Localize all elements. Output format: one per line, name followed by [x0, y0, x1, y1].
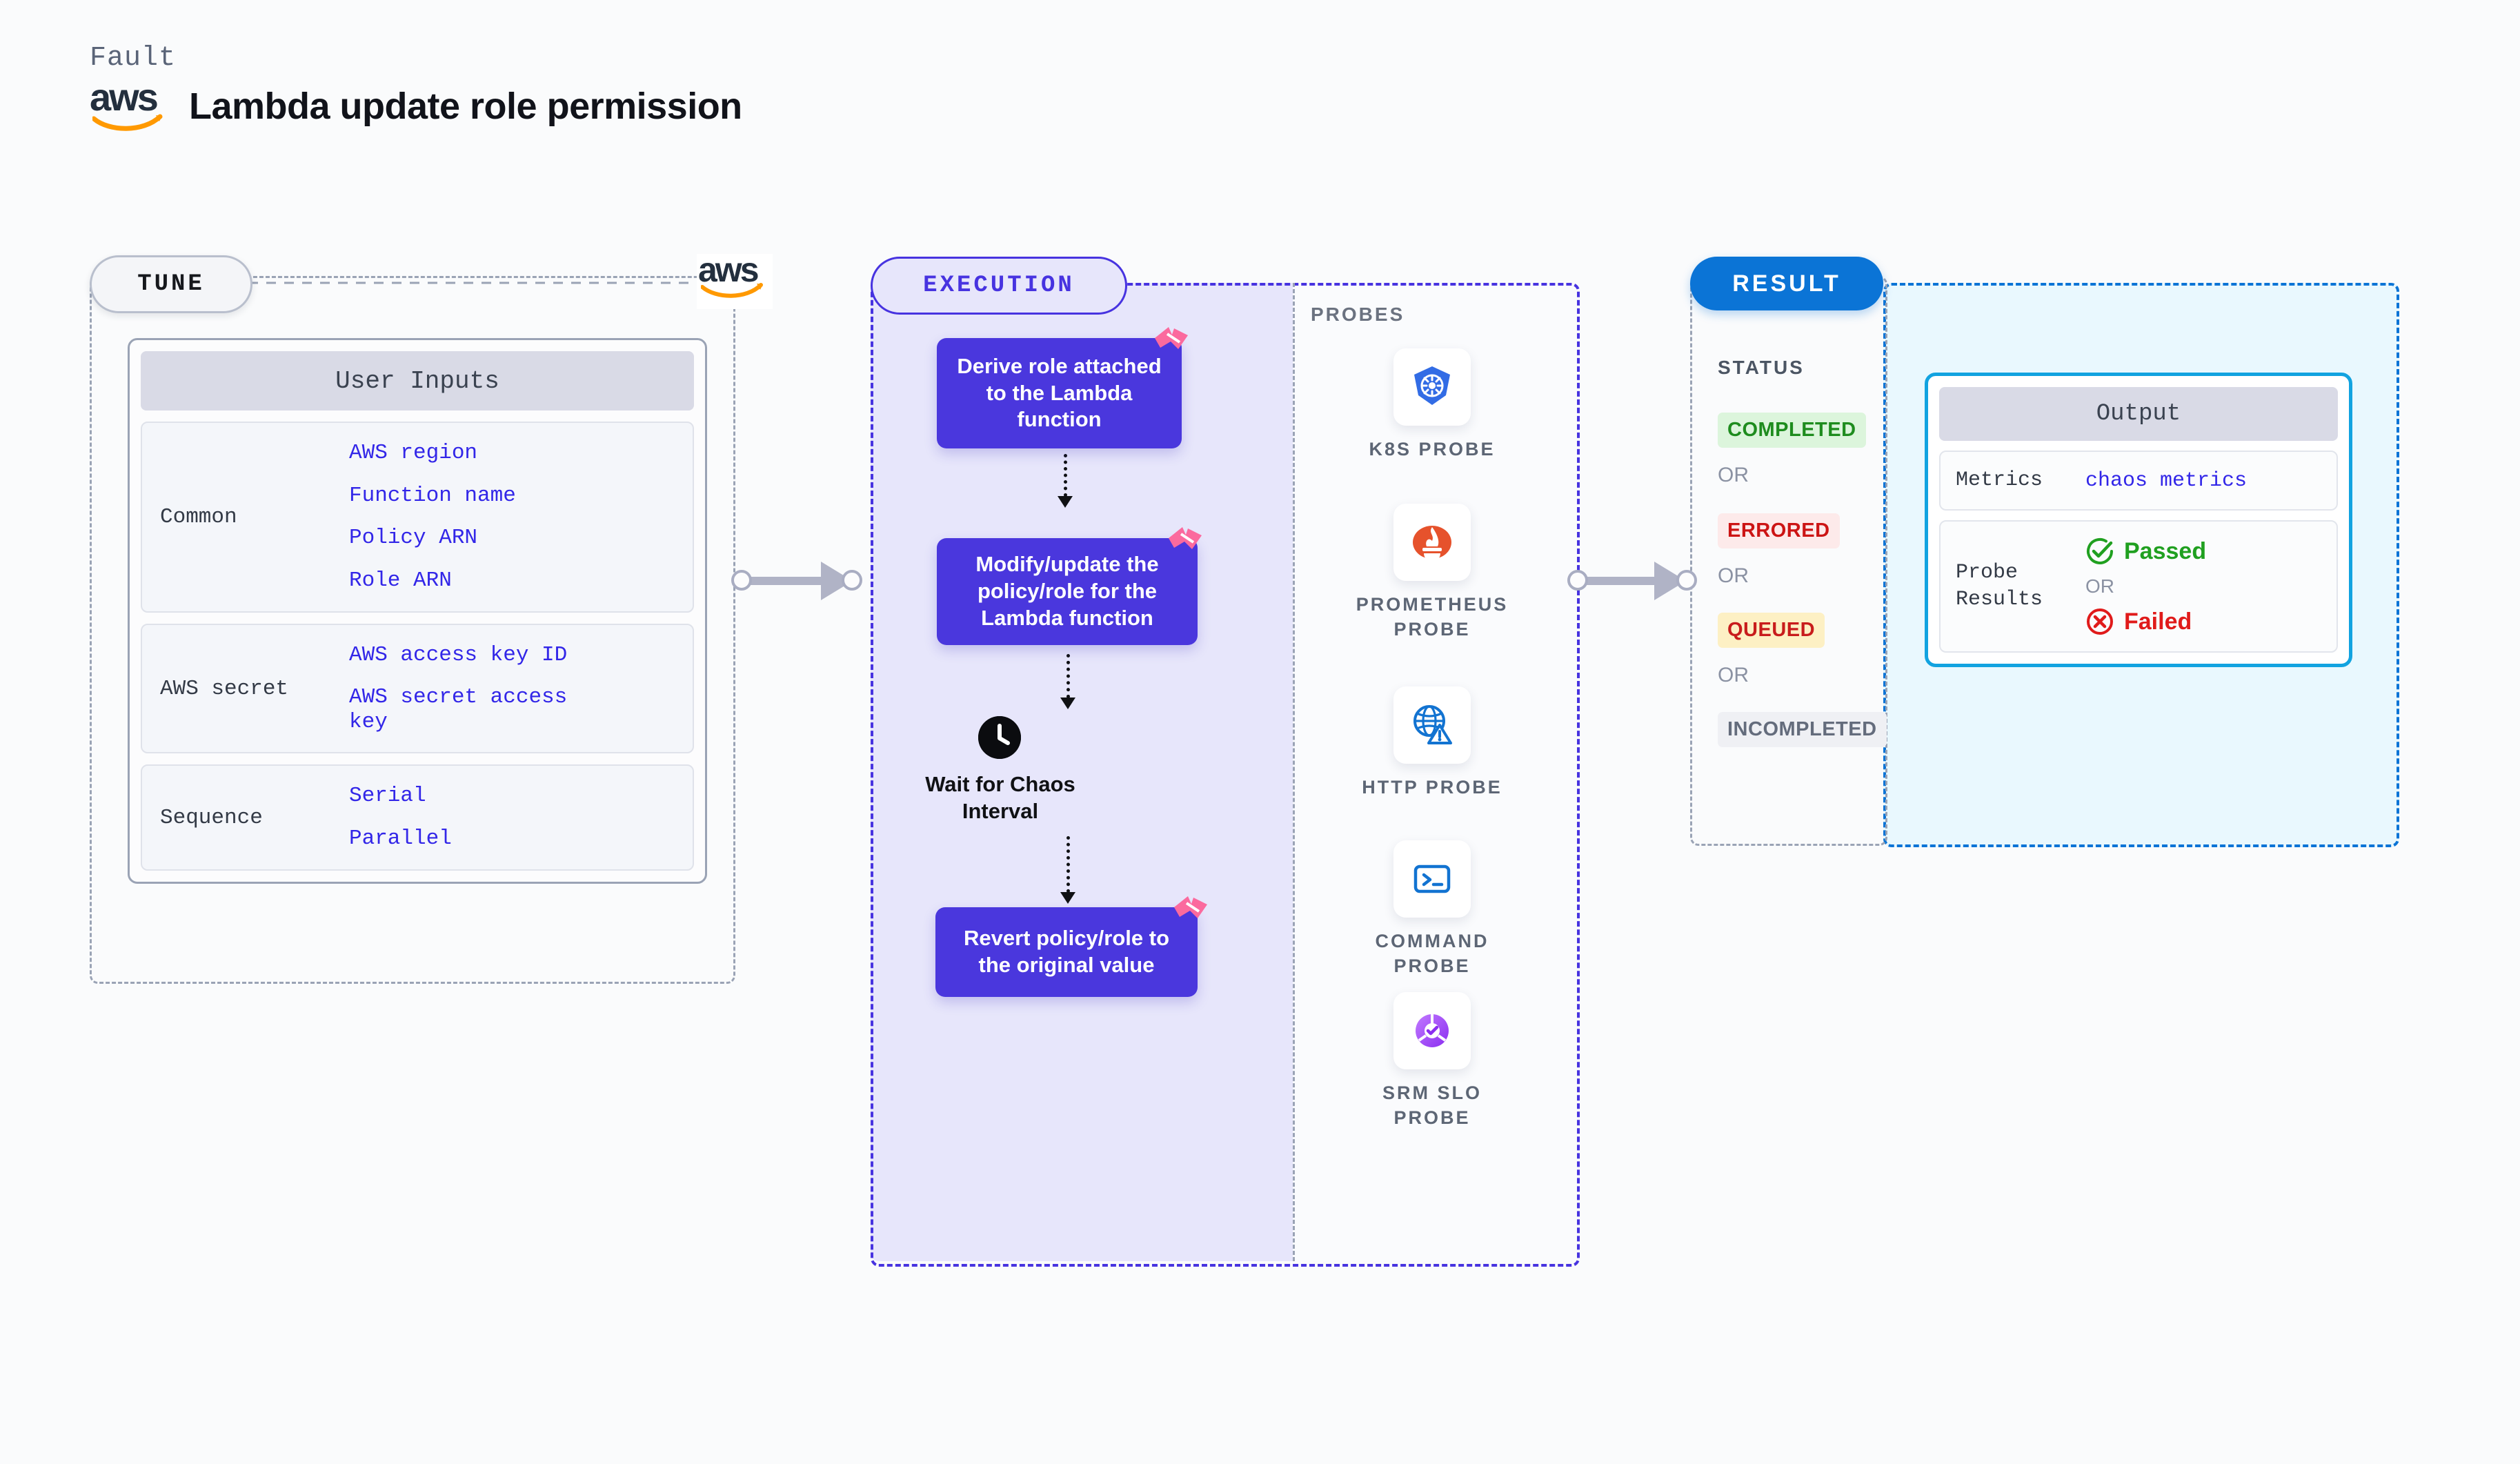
- terminal-icon: [1393, 840, 1471, 918]
- probe-result-failed: Failed: [2085, 607, 2337, 636]
- connector-tune-to-execution: [731, 562, 872, 600]
- probe-command[interactable]: COMMAND PROBE: [1342, 840, 1522, 979]
- aws-smile-icon: [92, 114, 163, 131]
- or-separator: OR: [1718, 564, 1749, 587]
- status-badge-errored: ERRORED: [1718, 513, 1840, 548]
- probes-panel-background: [1293, 283, 1574, 1261]
- tune-item: AWS secret access key: [349, 685, 568, 734]
- fault-kicker: Fault: [90, 43, 177, 74]
- failed-label: Failed: [2124, 608, 2192, 635]
- probe-label: COMMAND PROBE: [1375, 931, 1489, 977]
- page-header: Fault aws Lambda update role permission: [90, 43, 742, 132]
- aws-logo: aws: [90, 75, 171, 132]
- or-separator: OR: [1718, 664, 1749, 686]
- litmus-chaos-icon: [1155, 327, 1188, 349]
- status-badge-incompleted: INCOMPLETED: [1718, 712, 1887, 747]
- output-title: Output: [1939, 387, 2338, 441]
- kubernetes-icon: [1393, 348, 1471, 426]
- output-row-metrics: Metrics chaos metrics: [1939, 451, 2338, 511]
- or-separator: OR: [2085, 575, 2114, 597]
- execution-node-1[interactable]: Derive role attached to the Lambda funct…: [937, 338, 1182, 448]
- tune-group-label: Common: [160, 504, 237, 529]
- execution-section: [871, 283, 1580, 1267]
- probe-label: HTTP PROBE: [1362, 777, 1502, 798]
- flow-arrow-1: [1058, 454, 1073, 508]
- passed-label: Passed: [2124, 537, 2207, 564]
- tune-group-common: Common AWS region Function name Policy A…: [141, 422, 694, 613]
- probe-result-passed: Passed: [2085, 537, 2337, 566]
- clock-icon: [978, 716, 1021, 759]
- status-title: STATUS: [1718, 357, 1805, 378]
- probe-srm-slo[interactable]: SRM SLO PROBE: [1342, 992, 1522, 1131]
- status-badge-completed: COMPLETED: [1718, 413, 1866, 448]
- prometheus-icon: [1393, 504, 1471, 581]
- tune-group-label: Sequence: [160, 805, 263, 830]
- probes-title: PROBES: [1311, 304, 1405, 325]
- aws-mini-wordmark: aws: [698, 250, 759, 289]
- output-card: Output Metrics chaos metrics Probe Resul…: [1925, 373, 2352, 667]
- probe-http[interactable]: HTTP PROBE: [1342, 686, 1522, 800]
- execution-node-3[interactable]: Revert policy/role to the original value: [935, 907, 1198, 997]
- probe-label: PROMETHEUS PROBE: [1356, 594, 1509, 640]
- probes-divider: [1293, 283, 1295, 1261]
- aws-wordmark: aws: [90, 75, 159, 119]
- check-circle-icon: [2087, 537, 2113, 564]
- output-row-probe-results: Probe Results Passed OR Failed: [1939, 520, 2338, 653]
- execution-node-2[interactable]: Modify/update the policy/role for the La…: [937, 538, 1198, 645]
- tune-item: Role ARN: [349, 568, 452, 593]
- tune-item: Function name: [349, 483, 516, 508]
- or-separator: OR: [1718, 464, 1749, 486]
- user-inputs-title: User Inputs: [141, 351, 694, 410]
- execution-badge: EXECUTION: [871, 257, 1127, 315]
- tune-item: Parallel: [349, 827, 452, 851]
- tune-item: AWS access key ID: [349, 642, 568, 667]
- metrics-value[interactable]: chaos metrics: [2085, 468, 2248, 493]
- tune-group-aws-secret: AWS secret AWS access key ID AWS secret …: [141, 623, 694, 754]
- tune-item: AWS region: [349, 441, 478, 465]
- tune-item: Policy ARN: [349, 526, 478, 551]
- probe-prometheus[interactable]: PROMETHEUS PROBE: [1342, 504, 1522, 642]
- tune-group-label: AWS secret: [160, 676, 289, 701]
- tune-section: [90, 276, 735, 984]
- tune-group-sequence: Sequence Serial Parallel: [141, 764, 694, 871]
- aws-mini-smile-icon: [701, 283, 763, 298]
- litmus-chaos-icon: [1169, 527, 1202, 549]
- metrics-label: Metrics: [1956, 468, 2043, 492]
- tune-item: Serial: [349, 784, 426, 809]
- wait-for-chaos-interval-label: Wait for Chaos Interval: [925, 772, 1075, 823]
- tune-badge: TUNE: [90, 255, 252, 313]
- flow-arrow-3: [1060, 836, 1075, 904]
- globe-warning-icon: [1393, 686, 1471, 764]
- x-circle-icon: [2087, 609, 2113, 635]
- user-inputs-card: User Inputs Common AWS region Function n…: [128, 338, 707, 884]
- litmus-chaos-icon: [1174, 896, 1207, 918]
- tune-connector-line: [248, 281, 704, 284]
- result-badge: RESULT: [1690, 257, 1883, 310]
- probe-k8s[interactable]: K8S PROBE: [1342, 348, 1522, 462]
- probe-results-label: Probe Results: [1956, 561, 2043, 611]
- page-title: Lambda update role permission: [189, 86, 742, 127]
- flow-arrow-2: [1060, 654, 1075, 709]
- slo-donut-icon: [1393, 992, 1471, 1069]
- probe-label: SRM SLO PROBE: [1382, 1082, 1482, 1129]
- connector-execution-to-result: [1567, 562, 1698, 600]
- aws-mini-logo: aws: [697, 250, 773, 309]
- probe-label: K8S PROBE: [1369, 439, 1496, 459]
- status-badge-queued: QUEUED: [1718, 613, 1825, 648]
